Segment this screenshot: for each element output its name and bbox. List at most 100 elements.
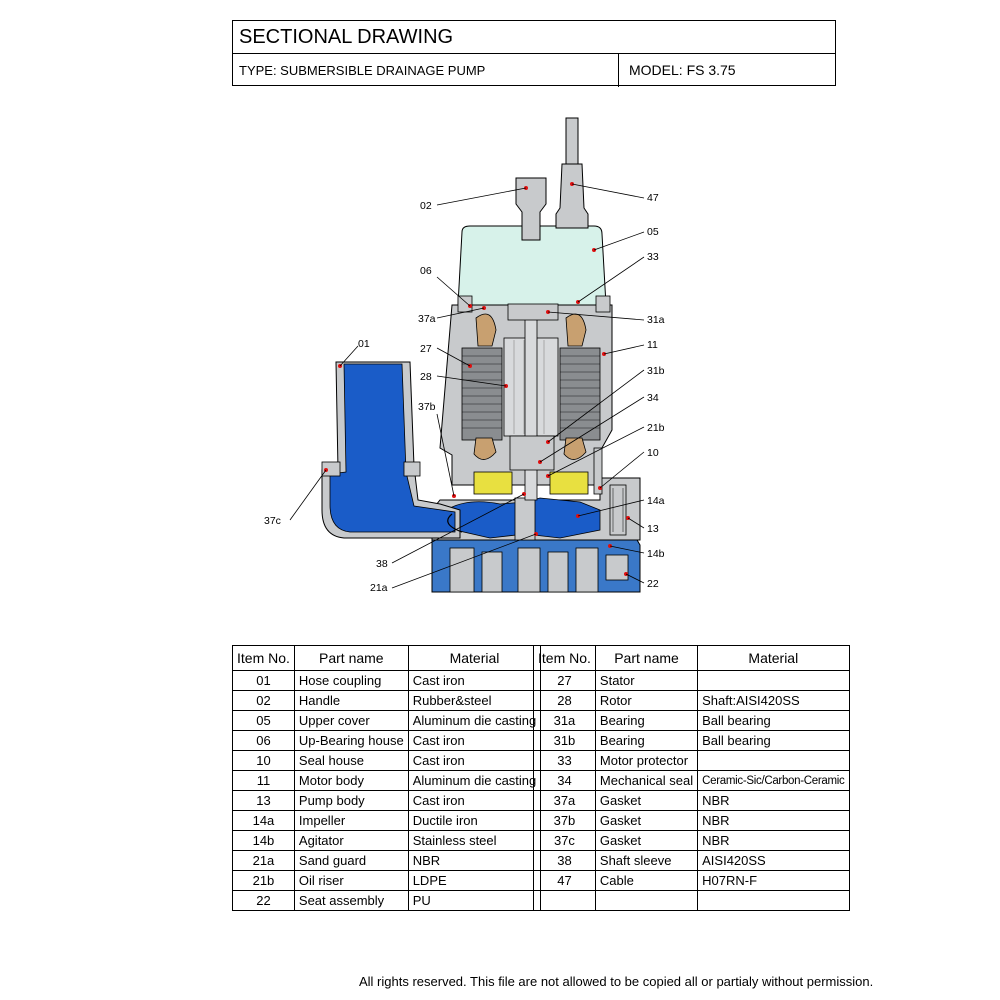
col-part-name: Part name (594, 645, 699, 671)
sectional-drawing: 02 47 05 06 33 37a 31a 01 27 11 28 31b 3… (0, 100, 1000, 620)
model-number: MODEL: FS 3.75 (629, 62, 736, 78)
leader-lines (289, 183, 645, 589)
part-name-cell (594, 890, 699, 911)
table-row (533, 890, 850, 911)
part-name-cell: Motor body (293, 770, 409, 791)
label-06: 06 (420, 265, 432, 277)
part-name-cell: Mechanical seal (594, 770, 699, 791)
item-no-cell: 28 (533, 690, 596, 711)
material-cell: Cast iron (407, 790, 542, 811)
material-cell: Aluminum die casting (407, 770, 542, 791)
item-no-cell: 13 (232, 790, 295, 811)
item-no-cell: 11 (232, 770, 295, 791)
label-37a: 37a (418, 313, 436, 325)
part-name-cell: Up-Bearing house (293, 730, 409, 751)
col-material: Material (697, 645, 850, 671)
item-no-cell: 01 (232, 670, 295, 691)
part-name-cell: Gasket (594, 790, 699, 811)
material-cell: AISI420SS (697, 850, 850, 871)
part-name-cell: Impeller (293, 810, 409, 831)
label-33: 33 (647, 251, 659, 263)
material-cell: Aluminum die casting (407, 710, 542, 731)
part-name-cell: Seat assembly (293, 890, 409, 911)
col-item-no: Item No. (232, 645, 295, 671)
material-cell: Ductile iron (407, 810, 542, 831)
item-no-cell: 21a (232, 850, 295, 871)
part-name-cell: Seal house (293, 750, 409, 771)
item-no-cell (533, 890, 596, 911)
label-27: 27 (420, 343, 432, 355)
material-cell: Cast iron (407, 730, 542, 751)
title-block: SECTIONAL DRAWING TYPE: SUBMERSIBLE DRAI… (232, 20, 836, 87)
material-cell: Rubber&steel (407, 690, 542, 711)
material-cell: LDPE (407, 870, 542, 891)
material-cell: Shaft:AISI420SS (697, 690, 850, 711)
upper-cover (457, 225, 611, 321)
item-no-cell: 31b (533, 730, 596, 751)
material-cell: NBR (697, 790, 850, 811)
pump-type: TYPE: SUBMERSIBLE DRAINAGE PUMP (233, 54, 619, 87)
item-no-cell: 38 (533, 850, 596, 871)
material-cell (697, 670, 850, 691)
label-28: 28 (420, 371, 432, 383)
item-no-cell: 05 (232, 710, 295, 731)
part-name-cell: Bearing (594, 730, 699, 751)
material-cell: Ball bearing (697, 710, 850, 731)
handle (515, 177, 547, 241)
label-31b: 31b (647, 365, 665, 377)
part-name-cell: Shaft sleeve (594, 850, 699, 871)
label-21a: 21a (370, 582, 388, 594)
cable (555, 117, 589, 229)
material-cell: PU (407, 890, 542, 911)
part-name-cell: Rotor (594, 690, 699, 711)
pump-section-svg: 02 47 05 06 33 37a 31a 01 27 11 28 31b 3… (264, 117, 665, 594)
pump-body (431, 477, 641, 541)
label-22: 22 (647, 578, 659, 590)
part-name-cell: Motor protector (594, 750, 699, 771)
item-no-cell: 33 (533, 750, 596, 771)
material-cell: NBR (407, 850, 542, 871)
material-cell: NBR (697, 830, 850, 851)
part-name-cell: Cable (594, 870, 699, 891)
part-name-cell: Sand guard (293, 850, 409, 871)
part-name-cell: Hose coupling (293, 670, 409, 691)
hose-coupling (321, 361, 461, 539)
item-no-cell: 37c (533, 830, 596, 851)
material-cell: Cast iron (407, 670, 542, 691)
material-cell: Cast iron (407, 750, 542, 771)
label-02: 02 (420, 200, 432, 212)
label-37c: 37c (264, 515, 281, 527)
label-11: 11 (647, 339, 658, 351)
label-01: 01 (358, 338, 370, 350)
label-14b: 14b (647, 548, 665, 560)
item-no-cell: 21b (232, 870, 295, 891)
table-header-row: Item No. Part name Material (232, 645, 542, 671)
item-no-cell: 22 (232, 890, 295, 911)
item-no-cell: 31a (533, 710, 596, 731)
part-name-cell: Upper cover (293, 710, 409, 731)
material-cell: NBR (697, 810, 850, 831)
item-no-cell: 02 (232, 690, 295, 711)
part-name-cell: Stator (594, 670, 699, 691)
part-name-cell: Gasket (594, 810, 699, 831)
material-cell: H07RN-F (697, 870, 850, 891)
seat-assembly (431, 527, 641, 593)
copyright-notice: All rights reserved. This file are not a… (359, 974, 874, 989)
